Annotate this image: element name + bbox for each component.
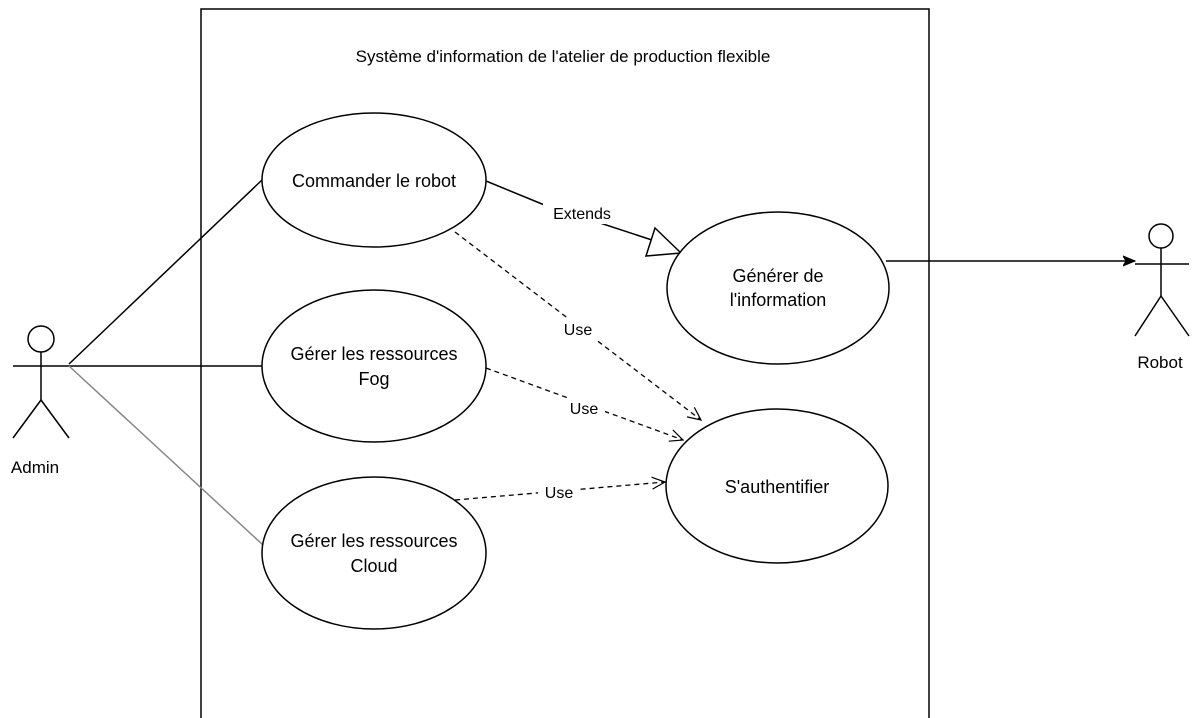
usecase-gerer-fog-label-line1: Gérer les ressources — [290, 344, 457, 364]
usecase-gerer-fog-label-line2: Fog — [358, 369, 389, 389]
usecase-authentifier-label: S'authentifier — [725, 477, 830, 497]
usecase-gerer-cloud-label-line2: Cloud — [350, 556, 397, 576]
system-boundary — [200, 8, 930, 718]
use-fog-connector — [485, 367, 685, 442]
use-commander-label-bg — [557, 318, 599, 340]
robot-leg-left — [1134, 295, 1162, 337]
robot-actor[interactable] — [1134, 223, 1190, 337]
use-cloud-connector — [454, 476, 667, 501]
extends-arrowhead — [644, 226, 683, 257]
usecase-generer-label-line1: Générer de — [732, 266, 823, 286]
use-fog-label-bg — [563, 398, 605, 418]
usecase-gerer-cloud[interactable] — [261, 476, 487, 630]
admin-leg-right — [40, 399, 70, 439]
admin-leg-left — [12, 399, 42, 439]
extends-label-bg — [543, 202, 621, 224]
admin-cloud-association — [68, 365, 264, 546]
robot-label: Robot — [1137, 353, 1183, 372]
system-title: Système d'information de l'atelier de pr… — [356, 47, 771, 66]
robot-leg-right — [1160, 295, 1190, 337]
usecase-gerer-fog[interactable] — [261, 289, 487, 443]
admin-label: Admin — [11, 458, 59, 477]
robot-head — [1148, 223, 1174, 249]
use-commander-label: Use — [564, 322, 593, 339]
use-cloud-label: Use — [545, 485, 574, 502]
admin-actor[interactable] — [12, 325, 70, 439]
extends-label: Extends — [553, 206, 611, 223]
usecase-commander-robot[interactable] — [261, 112, 487, 248]
usecase-commander-label: Commander le robot — [292, 171, 456, 191]
use-fog-label: Use — [570, 401, 599, 418]
usecase-authentifier[interactable] — [665, 408, 889, 564]
admin-head — [27, 325, 55, 353]
admin-commander-association — [68, 179, 263, 365]
use-cloud-label-bg — [538, 482, 580, 502]
usecase-gerer-cloud-label-line1: Gérer les ressources — [290, 531, 457, 551]
usecase-generer-label-line2: l'information — [730, 290, 826, 310]
usecase-generer-information[interactable] — [666, 211, 890, 365]
